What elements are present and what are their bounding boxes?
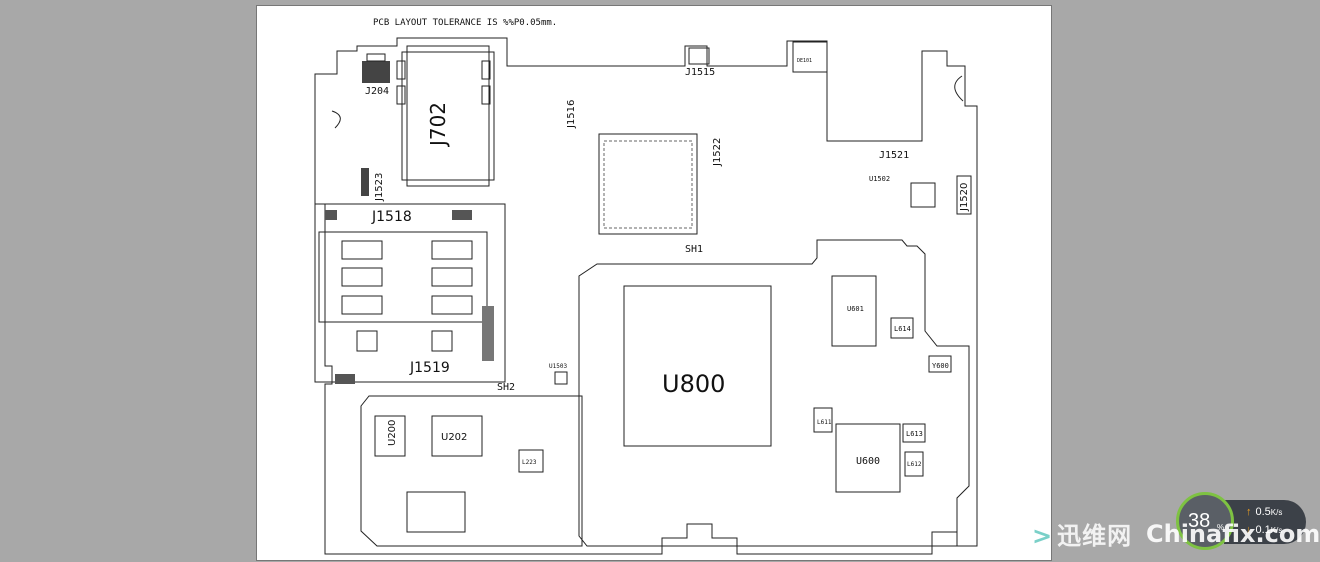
- j1521-label: J1521: [879, 150, 909, 161]
- sh2-label: SH2: [497, 382, 515, 393]
- download-arrow-icon: ↓: [1246, 524, 1252, 536]
- pcb-layout-drawing: J702 J204 J1515 DE101 J1516 J1518 J1519 …: [314, 18, 978, 555]
- board-outline: [314, 37, 978, 555]
- shield-sh2: [360, 395, 583, 547]
- memory-gauge[interactable]: 38 %: [1176, 492, 1234, 550]
- j1516-label: J1516: [566, 100, 577, 129]
- de101-label: DE101: [797, 58, 812, 64]
- shield-sh1: [578, 239, 970, 547]
- u800-label: U800: [662, 370, 725, 398]
- gauge-percent-unit: %: [1217, 523, 1225, 532]
- j1523-label: J1523: [374, 173, 385, 202]
- j1518-label: J1518: [371, 209, 412, 225]
- j1515-label: J1515: [685, 67, 715, 78]
- y600-label: Y600: [932, 362, 949, 370]
- j702-label: J702: [426, 102, 450, 148]
- u200-label: U200: [387, 420, 398, 446]
- l613-label: L613: [906, 430, 923, 438]
- l614-label: L614: [894, 325, 911, 333]
- watermark-xunwei: >迅维网: [1032, 516, 1132, 551]
- gauge-percent: 38: [1188, 510, 1211, 532]
- u1503-label: U1503: [549, 363, 567, 370]
- j204-label: J204: [365, 86, 389, 97]
- speed-panel: ↑0.5K/s ↓0.1K/s: [1224, 500, 1306, 544]
- u600-label: U600: [856, 456, 880, 467]
- u601-label: U601: [847, 305, 864, 313]
- tolerance-note: PCB LAYOUT TOLERANCE IS %%P0.05mm.: [373, 18, 557, 28]
- l223-label: L223: [522, 459, 537, 466]
- watermark-chinafix: Chinafix.com: [1146, 520, 1320, 548]
- download-speed: ↓0.1K/s: [1246, 524, 1282, 536]
- u1502-label: U1502: [869, 175, 890, 183]
- upload-value: 0.5: [1255, 506, 1271, 518]
- u202-label: U202: [441, 432, 467, 443]
- l611-label: L611: [817, 419, 832, 426]
- l612-label: L612: [907, 461, 922, 468]
- j1519-label: J1519: [409, 360, 450, 376]
- watermark-left-text: 迅维网: [1057, 522, 1133, 550]
- upload-arrow-icon: ↑: [1246, 506, 1252, 518]
- j1520-label: J1520: [959, 183, 970, 212]
- network-speed-widget[interactable]: ↑0.5K/s ↓0.1K/s 38 %: [1176, 488, 1306, 550]
- upload-unit: K/s: [1270, 508, 1283, 517]
- schematic-sheet: J702 J204 J1515 DE101 J1516 J1518 J1519 …: [256, 5, 1052, 561]
- download-value: 0.1: [1255, 524, 1271, 536]
- upload-speed: ↑0.5K/s: [1246, 506, 1282, 518]
- chevron-logo-icon: >: [1032, 522, 1054, 550]
- download-unit: K/s: [1270, 526, 1283, 535]
- sh1-label: SH1: [685, 244, 703, 255]
- j1522-label: J1522: [712, 138, 723, 167]
